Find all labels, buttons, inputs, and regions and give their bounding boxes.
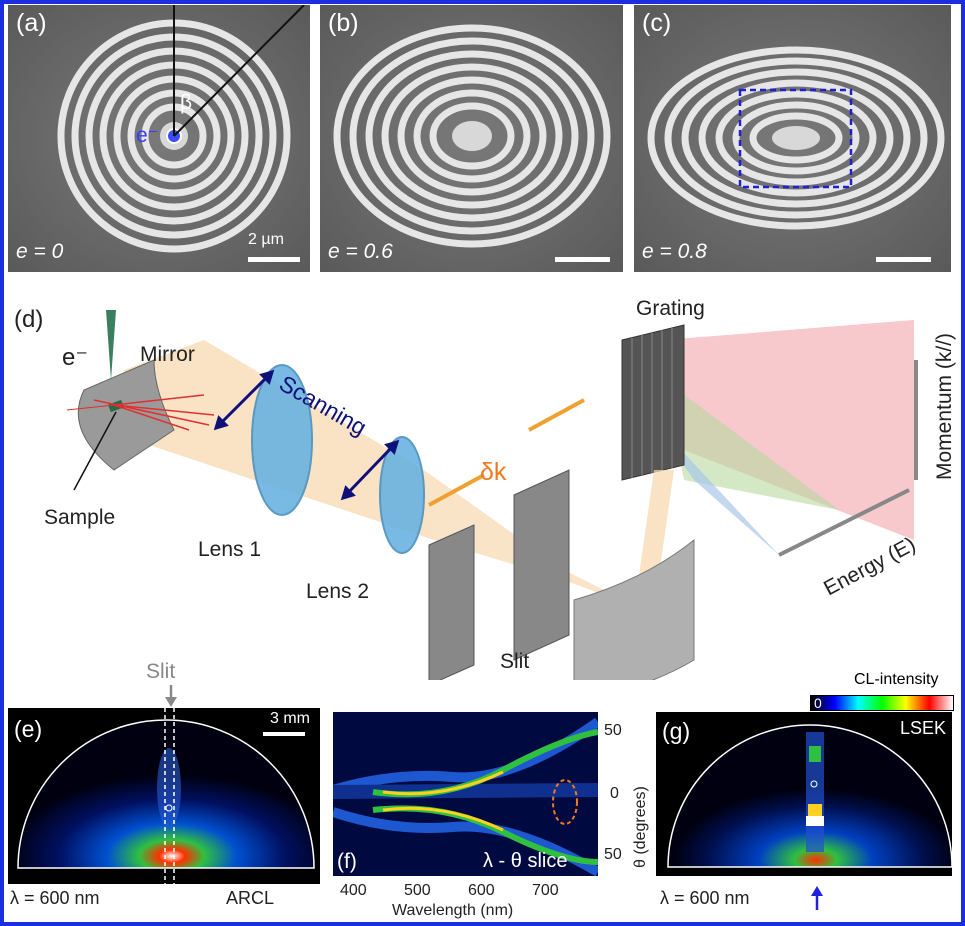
f-xtick-400: 400	[340, 882, 367, 899]
f-xtick-500: 500	[404, 882, 431, 899]
spectrum-red	[664, 320, 914, 540]
panel-b-rings	[320, 5, 623, 272]
scale-bar-b	[555, 257, 610, 262]
panel-b-label: (b)	[328, 9, 359, 37]
f-ytick-top: 50	[604, 722, 622, 739]
f-xtick-700: 700	[532, 882, 559, 899]
lens2-label: Lens 2	[306, 580, 370, 603]
slit-plate-right	[513, 469, 570, 661]
panel-f-image: (f) λ - θ slice	[333, 712, 598, 876]
panel-a-sem-image: (a) β e⁻ e = 0 2 µm	[8, 5, 310, 272]
panel-c-label: (c)	[642, 9, 672, 37]
electron-label-d: e⁻	[62, 344, 89, 371]
f-xlabel: Wavelength (nm)	[392, 902, 514, 919]
angle-beta-label: β	[180, 91, 193, 114]
eccentricity-c: e = 0.8	[642, 240, 707, 263]
dk-label: δk	[480, 458, 507, 486]
panel-e-image: (e) 3 mm	[8, 708, 320, 884]
slit-label-e: Slit	[146, 660, 176, 683]
mode-g: LSEK	[900, 718, 947, 738]
electron-label-a: e⁻	[136, 124, 159, 147]
colorbar-title: CL-intensity	[854, 671, 939, 688]
electron-beam	[106, 310, 116, 380]
lens1-label: Lens 1	[198, 538, 262, 561]
spectrum-green	[664, 380, 839, 510]
blue-arrow-g	[811, 886, 823, 910]
panel-g-image: (g) LSEK	[656, 712, 952, 876]
grating	[621, 324, 685, 481]
mode-e: ARCL	[226, 888, 275, 908]
mirror-label: Mirror	[140, 343, 195, 366]
f-xtick-600: 600	[468, 882, 495, 899]
scale-label-a: 2 µm	[248, 231, 284, 248]
f-ytick-mid: 0	[610, 785, 619, 802]
grating-label: Grating	[636, 297, 705, 320]
eccentricity-b: e = 0.6	[328, 240, 393, 263]
f-ylabel: θ (degrees)	[632, 786, 649, 868]
panel-f-label: (f)	[337, 850, 357, 873]
panel-b-sem-image: (b) e = 0.6	[320, 5, 623, 272]
wavelength-g: λ = 600 nm	[660, 888, 750, 908]
slit-plate-left	[428, 524, 475, 680]
slit-arrow-e	[165, 685, 177, 707]
f-ytick-bot: 50	[604, 846, 622, 863]
scale-label-e: 3 mm	[270, 710, 310, 727]
panel-a-label: (a)	[16, 9, 47, 37]
eccentricity-a: e = 0	[16, 240, 64, 263]
sample-label: Sample	[44, 506, 116, 529]
panel-c-rings	[634, 5, 951, 272]
lens-2	[379, 436, 425, 554]
panel-a-rings	[8, 5, 310, 272]
panel-f-caption: λ - θ slice	[483, 850, 568, 872]
colorbar-min: 0	[814, 695, 822, 711]
panel-d-schematic	[66, 310, 918, 680]
momentum-label: Momentum (k//)	[933, 332, 956, 480]
scale-bar-c	[876, 257, 931, 262]
panel-g-label: (g)	[662, 718, 691, 744]
panel-e-label: (e)	[14, 716, 43, 742]
colorbar	[810, 695, 954, 711]
lens-1	[251, 364, 313, 516]
slit-label: Slit	[500, 650, 530, 673]
mirror	[77, 359, 175, 471]
curved-mirror	[573, 538, 695, 680]
scale-bar-a	[248, 257, 300, 262]
panel-c-sem-image: (c) e = 0.8	[634, 5, 951, 272]
wavelength-e: λ = 600 nm	[10, 888, 100, 908]
panel-d-label: (d)	[14, 306, 44, 333]
